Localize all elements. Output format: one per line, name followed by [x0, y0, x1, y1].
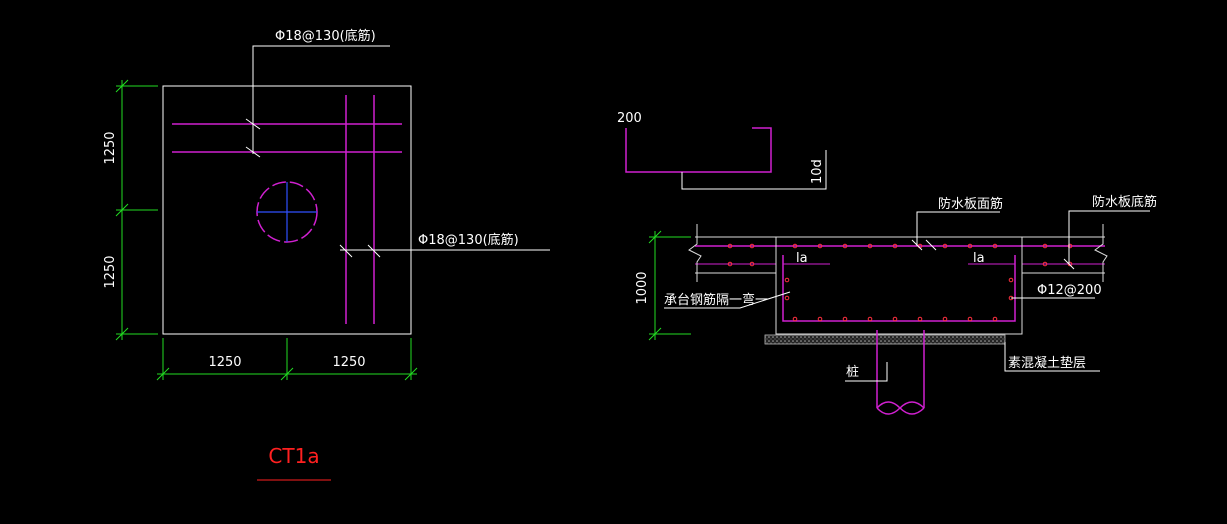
plan-title: CT1a: [268, 444, 319, 468]
leader-cap: [664, 291, 791, 309]
pile-break-2: [876, 401, 925, 415]
bar-shape: [625, 127, 772, 173]
rebar-dots: [727, 243, 1073, 322]
leader-wp-top: [916, 211, 1000, 246]
tick-top-1: [245, 118, 261, 130]
tick-right-2: [367, 244, 381, 258]
dim-left: [115, 79, 158, 341]
dim-depth: [648, 230, 691, 341]
leader-top: [252, 45, 390, 154]
dim-bottom-left: 1250: [208, 355, 241, 370]
bar-dim-top: 200: [617, 111, 642, 126]
label-la-left: la: [796, 251, 808, 266]
label-cap-stirrup: 承台钢筋隔一弯一: [664, 292, 768, 308]
dim-bottom: [156, 338, 418, 381]
cap-rebar-cage: [782, 255, 1016, 322]
section-view: 防水板面筋 防水板底筋 la la 1000 承台钢筋隔一弯一 Φ12@200 …: [635, 194, 1157, 415]
leader-pile: [845, 362, 888, 382]
rebar-label-right: Φ18@130(底筋): [418, 232, 519, 248]
tick-right-1: [339, 244, 353, 258]
bar-dim-side: 10d: [810, 159, 825, 184]
label-cushion: 素混凝土垫层: [1008, 355, 1086, 371]
leader-cushion: [1004, 342, 1100, 372]
cushion-layer: [764, 334, 1006, 345]
break-left: [688, 224, 702, 282]
bar-shape-dim: [681, 150, 827, 190]
plan-view: Φ18@130(底筋) Φ18@130(底筋) 1250 1250: [103, 28, 550, 481]
leader-wp-bottom: [1068, 210, 1150, 264]
label-la-right: la: [973, 251, 985, 266]
dim-left-upper: 1250: [103, 131, 118, 164]
label-wp-top: 防水板面筋: [938, 196, 1003, 212]
rebar-label-top: Φ18@130(底筋): [275, 28, 376, 44]
bar-shape-detail: 200 10d: [617, 111, 827, 190]
label-wp-bottom: 防水板底筋: [1092, 194, 1157, 210]
label-pile: 桩: [846, 365, 859, 380]
label-depth: 1000: [635, 271, 650, 304]
la-bar-right: [968, 255, 1016, 265]
dim-bottom-right: 1250: [332, 355, 365, 370]
la-bar-left: [782, 255, 830, 265]
cap-section-outline: [775, 237, 1023, 335]
tick-top-2: [245, 146, 261, 158]
label-stirrup: Φ12@200: [1037, 283, 1102, 298]
break-right: [1094, 224, 1108, 282]
dim-left-lower: 1250: [103, 255, 118, 288]
cap-outline: [162, 85, 412, 335]
